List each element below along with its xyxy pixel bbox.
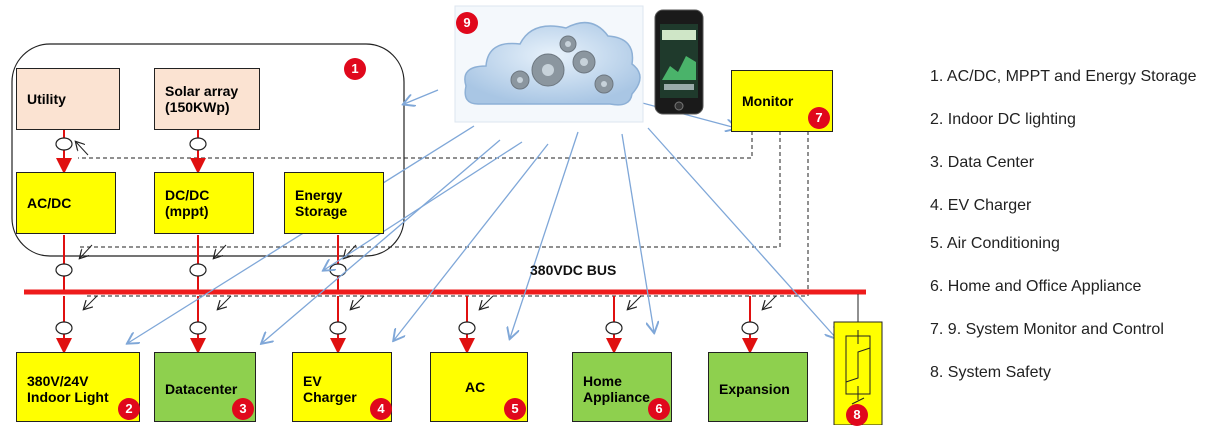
badge-9: 9 <box>456 12 478 34</box>
badge-4: 4 <box>370 398 392 420</box>
legend-item: 4. EV Charger <box>930 197 1032 214</box>
monitor-dashed-lines <box>78 131 809 297</box>
home-appliance-label: Home Appliance <box>583 373 650 405</box>
legend-item: 8. System Safety <box>930 364 1051 381</box>
legend-item: 1. AC/DC, MPPT and Energy Storage <box>930 68 1197 85</box>
legend-item: 6. Home and Office Appliance <box>930 278 1142 295</box>
cloud-icon <box>454 5 644 123</box>
group-container <box>11 43 405 257</box>
monitor-label: Monitor <box>742 93 794 109</box>
legend-item: 5. Air Conditioning <box>930 235 1060 252</box>
energy-storage-label: Energy Storage <box>295 187 348 219</box>
utility-box: Utility <box>16 68 120 130</box>
energy-storage-box: Energy Storage <box>284 172 384 234</box>
expansion-box: Expansion <box>708 352 808 422</box>
current-sensors <box>55 137 759 335</box>
legend-item: 2. Indoor DC lighting <box>930 111 1076 128</box>
power-arrows <box>56 130 758 354</box>
badge-5: 5 <box>504 398 526 420</box>
solar-array-box: Solar array (150KWp) <box>154 68 260 130</box>
badge-2: 2 <box>118 398 140 420</box>
safety-device-icon <box>833 321 883 425</box>
solar-array-label: Solar array (150KWp) <box>165 83 239 115</box>
legend-item: 3. Data Center <box>930 154 1035 171</box>
badge-1: 1 <box>344 58 366 80</box>
badge-8: 8 <box>846 404 868 426</box>
indoor-light-box: 380V/24V Indoor Light <box>16 352 140 422</box>
legend-item: 7. 9. System Monitor and Control <box>930 321 1164 338</box>
badge-3: 3 <box>232 398 254 420</box>
ev-charger-box: EV Charger <box>292 352 392 422</box>
badge-7: 7 <box>808 107 830 129</box>
acdc-box: AC/DC <box>16 172 116 234</box>
sensor-small-arrows <box>76 142 777 309</box>
ev-charger-label: EV Charger <box>303 373 357 405</box>
utility-label: Utility <box>27 91 66 107</box>
indoor-light-label: 380V/24V Indoor Light <box>27 373 109 405</box>
smartphone-icon <box>654 9 704 115</box>
acdc-label: AC/DC <box>27 195 72 211</box>
dcdc-label: DC/DC (mppt) <box>165 187 210 219</box>
bus-label: 380VDC BUS <box>530 262 617 278</box>
ac-label: AC <box>465 379 486 395</box>
badge-6: 6 <box>648 398 670 420</box>
dcdc-box: DC/DC (mppt) <box>154 172 254 234</box>
datacenter-label: Datacenter <box>165 381 238 397</box>
expansion-label: Expansion <box>719 381 790 397</box>
